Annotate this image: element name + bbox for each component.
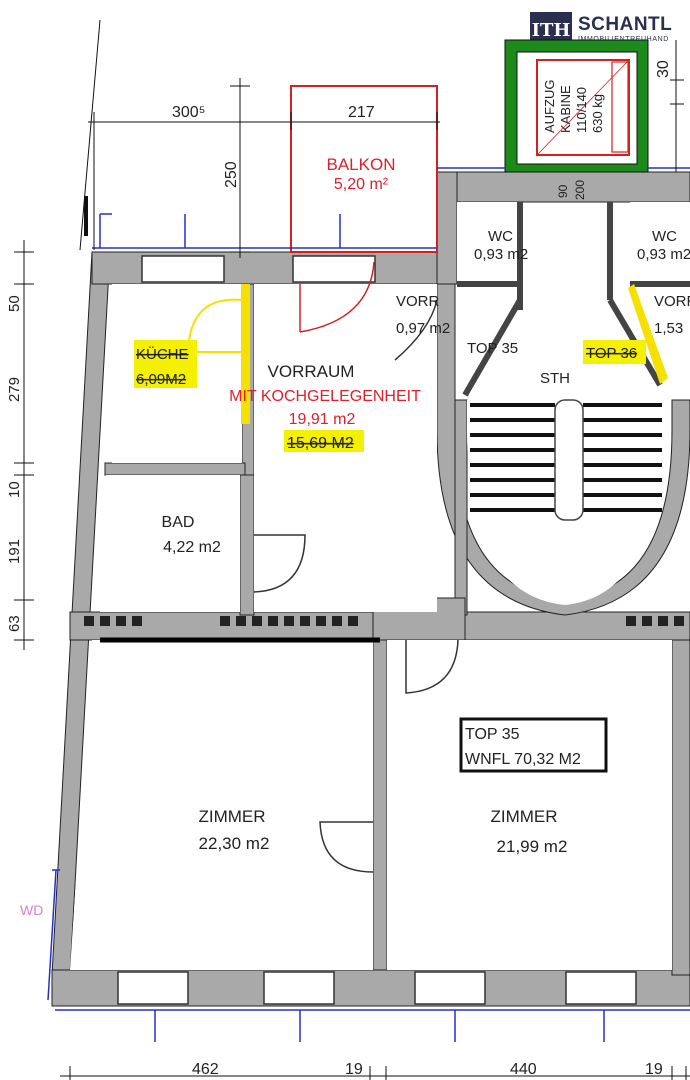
vorraum-subtitle: MIT KOCHGELEGENHEIT (229, 388, 421, 405)
wall-kitchen-bottom (104, 462, 246, 476)
bad-area: 4,22 m2 (163, 539, 221, 556)
dim-left-10: 10 (6, 481, 23, 498)
wc-right-area: 0,93 m2 (637, 246, 690, 263)
window-kueche (141, 255, 225, 283)
window-zimmer-right-1 (414, 971, 486, 1005)
room-zimmer-right (387, 640, 672, 970)
wall-right-outer (671, 639, 690, 976)
wc-left-name: WC (488, 228, 513, 245)
dim-bottom-440: 440 (510, 1061, 537, 1078)
blue-lines (47, 167, 690, 1042)
top36-label: TOP 36 (586, 345, 637, 362)
elevator-label-2: KABINE (558, 85, 573, 133)
room-bad (100, 475, 240, 612)
dim-bottom-462: 462 (192, 1061, 219, 1078)
logo-name: SCHANTL (578, 14, 673, 35)
doors (253, 299, 459, 873)
door-zimmer-connect (319, 821, 374, 873)
vorraum-area-old: 15,69 M2 (287, 435, 354, 452)
summary-box (459, 717, 608, 773)
top35-label: TOP 35 (467, 340, 518, 357)
kueche-area: 6,09M2 (136, 371, 186, 388)
zimmer-left-name: ZIMMER (198, 807, 265, 826)
kueche-name: KÜCHE (136, 345, 189, 363)
wall-stair-left (454, 399, 468, 616)
dim-right-top: 30 (655, 60, 672, 78)
zimmer-left-area: 22,30 m2 (199, 834, 270, 853)
dim-balcony-depth: 250 (223, 161, 240, 188)
vorr-left-name: VORR (396, 293, 440, 310)
kueche-marker (241, 284, 250, 424)
vorraum-name: VORRAUM (268, 362, 355, 381)
balkon-area: 5,20 m² (334, 176, 389, 193)
dim-left-63: 63 (6, 615, 23, 632)
dimension-lines (14, 19, 690, 1080)
room-wc-right (630, 202, 690, 284)
bad-name: BAD (162, 514, 195, 531)
elevator-label-3: 110/140 (574, 87, 589, 133)
summary-line1: TOP 35 (465, 726, 520, 743)
top36-marker (628, 284, 668, 384)
room-zimmer-left (70, 640, 373, 970)
summary-line2: WNFL 70,32 M2 (465, 751, 581, 768)
balkon-outline (290, 85, 438, 253)
wc-walls (457, 202, 690, 397)
room-wc-left (457, 202, 517, 284)
dim-elevator-90: 90 (556, 184, 570, 198)
vorraum-area: 19,91 m2 (289, 411, 356, 428)
zimmer-right-name: ZIMMER (490, 807, 557, 826)
dim-left-279: 279 (6, 377, 23, 402)
vorraum-old-highlight (284, 430, 364, 452)
wall-zimmer-partition (372, 639, 388, 976)
wall-stair-core (436, 283, 690, 616)
dim-left-191: 191 (6, 539, 23, 564)
dim-bottom-19b: 19 (645, 1061, 663, 1078)
vorr-right-area: 1,53 (654, 320, 683, 337)
vorr-left-area: 0,97 m2 (396, 320, 450, 337)
balcony-door-swing (299, 261, 375, 333)
dim-top-balcony: 217 (348, 104, 375, 121)
kueche-highlight (134, 340, 197, 388)
wc-left-area: 0,93 m2 (474, 246, 528, 263)
door-vorr-left (394, 299, 438, 361)
sth-label: STH (540, 370, 570, 387)
elevator-label-1: AUFZUG (542, 80, 557, 133)
dim-top-left: 300⁵ (172, 104, 205, 121)
dim-elevator-200: 200 (573, 180, 587, 200)
zimmer-right-area: 21,99 m2 (497, 837, 568, 856)
balcony-door-frame (292, 255, 376, 283)
dim-left-50: 50 (6, 295, 23, 312)
wall-core-left (436, 171, 458, 285)
window-zimmer-left-1 (117, 971, 189, 1005)
vorr-right-name: VORR (654, 293, 690, 310)
balkon-name: BALKON (327, 155, 396, 174)
stair-steps (470, 403, 662, 512)
wd-label: WD (20, 902, 43, 918)
window-zimmer-left-2 (263, 971, 335, 1005)
elevator (504, 39, 649, 173)
vent-marks (84, 616, 684, 626)
wall-bad-right (239, 474, 255, 616)
wc-right-name: WC (652, 228, 677, 245)
door-bad (253, 534, 306, 593)
elevator-label-4: 630 kg (590, 94, 605, 133)
top36-highlight (583, 340, 646, 364)
windows (117, 255, 637, 1005)
door-zimmer-right (405, 639, 459, 694)
window-zimmer-right-2 (565, 971, 637, 1005)
stair-eye (554, 399, 584, 521)
dim-bottom-19a: 19 (345, 1061, 363, 1078)
